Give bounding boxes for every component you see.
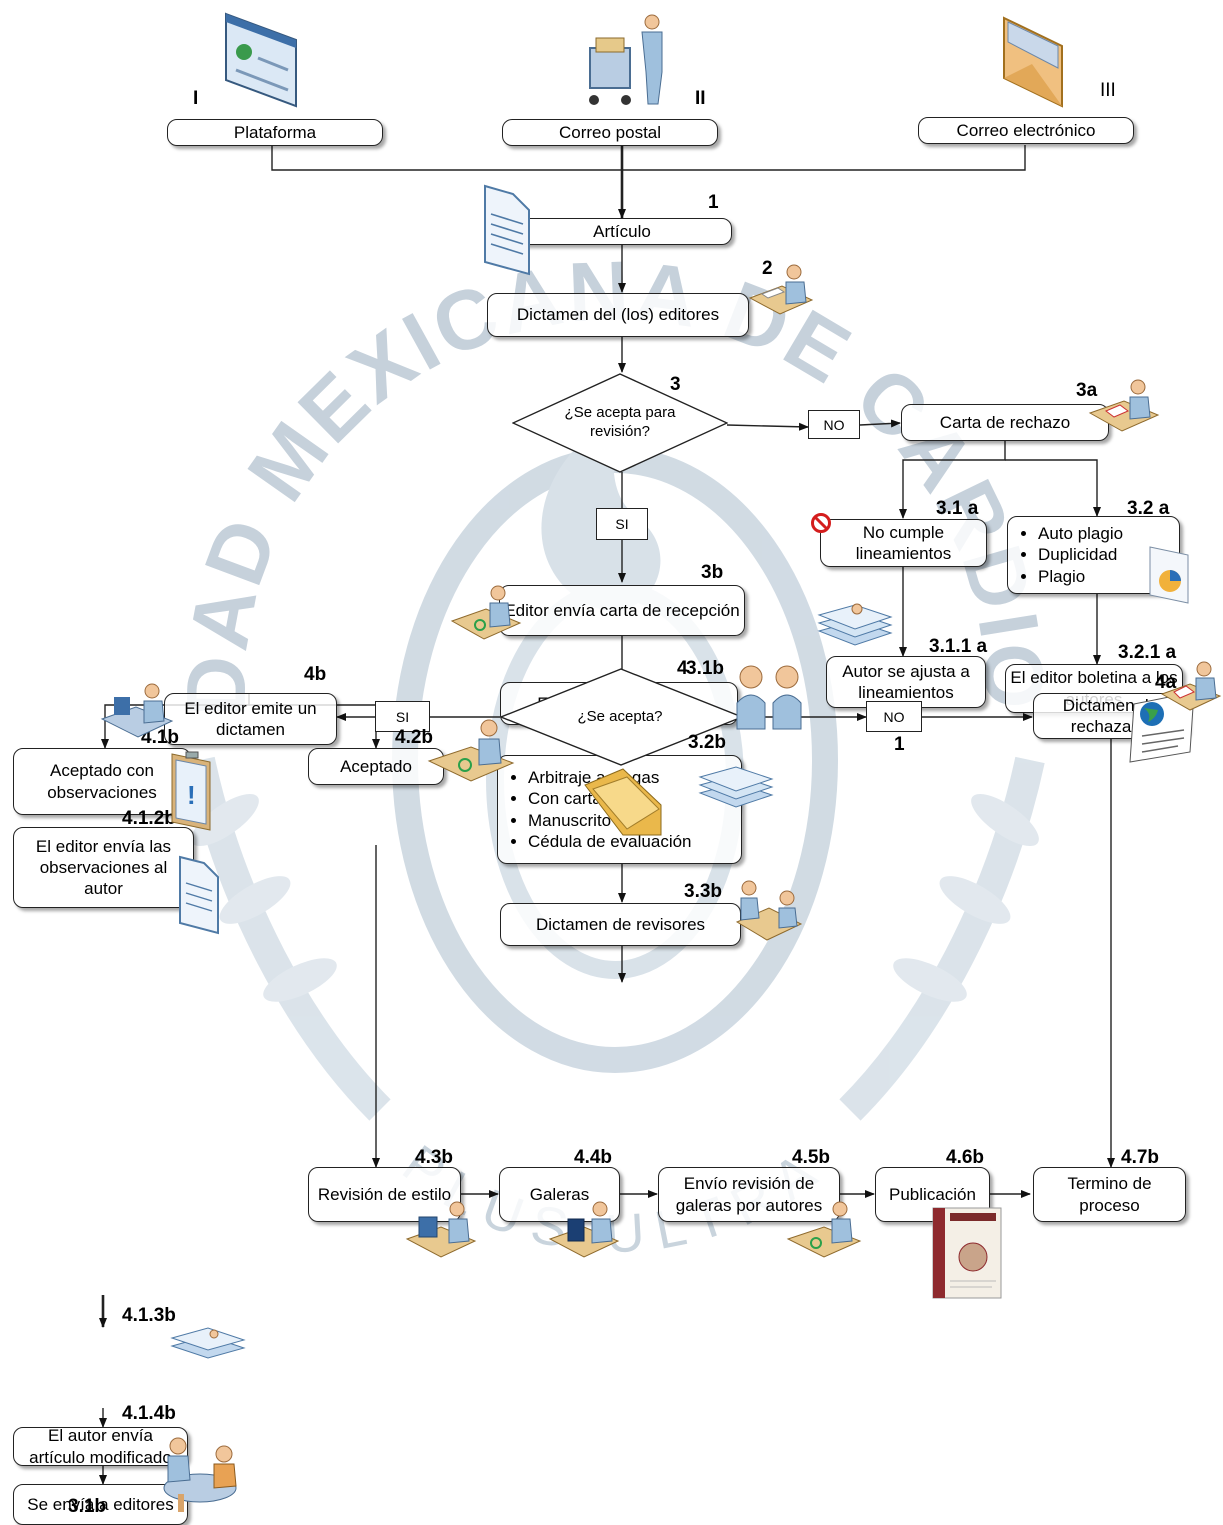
stacked-papers-icon — [698, 766, 774, 808]
num-next-1: 1 — [894, 734, 905, 755]
person-at-desk-icon — [786, 1201, 862, 1258]
num-3-1-1a: 3.1.1 a — [929, 636, 988, 657]
num-3-1b: 3.1b — [686, 658, 725, 679]
document-icon — [484, 184, 530, 276]
label-si-4: SI — [375, 701, 430, 732]
step-3a-carta-rechazo: Carta de rechazo — [901, 404, 1109, 441]
clipboard-icon: ! — [171, 751, 211, 831]
step-1-articulo: Artículo — [512, 218, 732, 245]
folder-icon — [584, 768, 662, 836]
num-3b: 3b — [701, 562, 724, 583]
step-4-1-4b-envia-editores: Se envía a editores — [13, 1484, 188, 1525]
source-correo-electronico: Correo electrónico — [918, 117, 1134, 144]
source-plataforma: Plataforma — [167, 119, 383, 146]
forbidden-icon — [811, 513, 831, 533]
person-at-desk-icon — [735, 880, 803, 941]
svg-text:!: ! — [187, 780, 196, 810]
num-3-1a: 3.1 a — [936, 498, 979, 519]
roman-ii: II — [695, 88, 706, 109]
decision-3-diamond — [512, 373, 728, 473]
person-at-desk-icon — [1088, 379, 1160, 432]
num-3: 3 — [670, 374, 681, 395]
list-item: Cédula de evaluación — [528, 831, 692, 852]
decision-3-text: ¿Se acepta para revisión? — [564, 404, 676, 440]
num-3-2-1a: 3.2.1 a — [1118, 642, 1177, 663]
step-4-1-3b-autor-envia: El autor envía artículo modificado — [13, 1426, 188, 1467]
step-4-7b-termino-proceso: Termino de proceso — [1033, 1167, 1186, 1222]
step-3b-carta-recepcion: Editor envía carta de recepción — [499, 585, 745, 636]
num-4a: 4a — [1155, 672, 1177, 693]
mail-cart-person-icon — [589, 14, 663, 105]
num-next-3-1b: 3.1b — [68, 1496, 107, 1517]
step-4-1-2b-editor-envia-observaciones: El editor envía las observaciones al aut… — [13, 827, 194, 908]
person-at-desk-icon — [163, 1437, 237, 1512]
step-4b-editor-emite: El editor emite un dictamen — [164, 693, 337, 745]
two-persons-icon — [736, 665, 802, 730]
step-4-5b-envio-galeras: Envío revisión de galeras por autores — [658, 1167, 840, 1222]
num-4-2b: 4.2b — [395, 727, 434, 748]
step-3-3b-dictamen-revisores: Dictamen de revisores — [500, 903, 741, 946]
decision-4-diamond — [500, 668, 743, 766]
label-si-3: SI — [596, 508, 648, 540]
person-at-desk-icon — [1160, 661, 1222, 711]
decision-4-text: ¿Se acepta? — [577, 708, 663, 725]
step-4-4b-galeras: Galeras — [499, 1167, 620, 1222]
stacked-papers-icon — [170, 1327, 246, 1359]
document-icon — [179, 855, 219, 935]
num-4b: 4b — [304, 664, 327, 685]
person-at-desk-icon — [748, 264, 814, 315]
num-4-7b: 4.7b — [1121, 1147, 1160, 1168]
num-4-1-3b: 4.1.3b — [122, 1305, 176, 1326]
pie-chart-document-icon — [1149, 546, 1189, 604]
num-3-3b: 3.3b — [684, 881, 723, 902]
source-correo-postal: Correo postal — [502, 119, 718, 146]
person-at-desk-icon — [450, 585, 522, 640]
num-3a: 3a — [1076, 380, 1098, 401]
person-at-desk-icon — [427, 719, 515, 782]
step-4-3b-revision-estilo: Revisión de estilo — [308, 1167, 461, 1222]
label-no-3: NO — [808, 410, 860, 439]
label-no-4: NO — [866, 701, 922, 732]
stacked-papers-icon — [817, 603, 893, 646]
num-4-3b: 4.3b — [415, 1147, 454, 1168]
num-3-2b: 3.2b — [688, 732, 727, 753]
list-item: Plagio — [1038, 566, 1123, 587]
num-4-4b: 4.4b — [574, 1147, 613, 1168]
step-3-1a-no-cumple: No cumple lineamientos — [820, 519, 987, 567]
roman-iii: III — [1100, 80, 1116, 101]
list-item: Con cartas — [528, 788, 692, 809]
num-4-5b: 4.5b — [792, 1147, 831, 1168]
num-1: 1 — [708, 192, 719, 213]
num-4: 4 — [677, 658, 688, 679]
step-3-1-1a-autor-ajusta: Autor se ajusta a lineamientos — [826, 656, 986, 708]
envelope-icon — [1003, 16, 1063, 108]
num-3-2a: 3.2 a — [1127, 498, 1170, 519]
person-at-desk-icon — [100, 683, 174, 738]
browser-window-icon — [225, 12, 297, 108]
num-4-1-2b: 4.1.2b — [122, 808, 176, 829]
step-4-1b-aceptado-observaciones: Aceptado con observaciones — [13, 748, 191, 815]
journal-cover-icon — [932, 1207, 1002, 1299]
step-4-2b-aceptado: Aceptado — [308, 748, 444, 785]
roman-i: I — [193, 88, 199, 109]
num-4-1-4b: 4.1.4b — [122, 1403, 176, 1424]
num-4-6b: 4.6b — [946, 1147, 985, 1168]
person-at-desk-icon — [548, 1201, 620, 1258]
person-at-desk-icon — [405, 1201, 477, 1258]
list-item: Duplicidad — [1038, 544, 1123, 565]
list-item: Auto plagio — [1038, 523, 1123, 544]
step-2-dictamen-editores: Dictamen del (los) editores — [487, 293, 749, 337]
num-4-1b: 4.1b — [141, 727, 180, 748]
num-2: 2 — [762, 258, 773, 279]
